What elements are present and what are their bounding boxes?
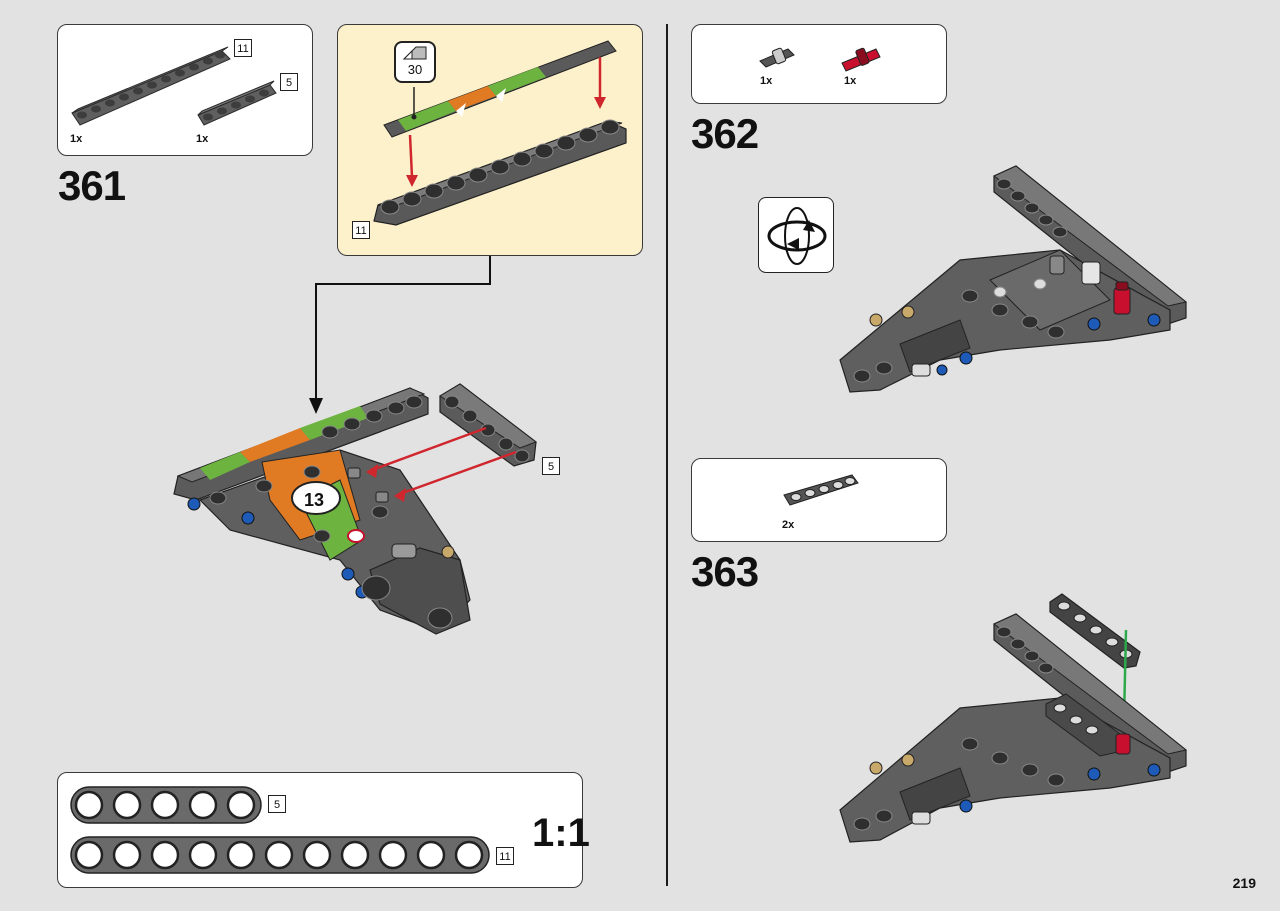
- red-pin: [1113, 281, 1131, 315]
- sticker-number-badge: 30: [394, 41, 436, 83]
- part-length-label: 5: [280, 73, 298, 91]
- parts-illustration: [71, 46, 277, 126]
- red-arrows: [366, 426, 517, 502]
- beam-11-large: [373, 119, 627, 226]
- beam-5-part: [197, 80, 277, 126]
- part-qty: 1x: [844, 75, 857, 87]
- part-qty: 1x: [196, 133, 209, 145]
- scale-label: 1:1: [532, 811, 590, 855]
- step-361-parts-box: 1x 1x 11 5: [57, 24, 313, 156]
- sticker-strip: [383, 40, 617, 138]
- beam-11-part: [71, 46, 231, 126]
- beam-length-label: 11: [352, 221, 370, 239]
- rotate-icon: [767, 207, 827, 265]
- step-number: 363: [691, 548, 759, 595]
- red-arrow: [406, 57, 606, 187]
- scale-ruler-box: 5 11 1:1: [57, 772, 590, 888]
- part-length-label: 11: [234, 39, 252, 57]
- ruler-beam-11: [70, 836, 490, 874]
- scale-beams: [70, 786, 490, 874]
- sticker-icon: [402, 46, 427, 60]
- ruler-beam-5: [70, 786, 262, 824]
- beam-5-incoming: [439, 383, 538, 467]
- sticker-callout: 30 11: [337, 24, 643, 256]
- red-pin: [1115, 733, 1131, 755]
- rotate-model-indicator: [758, 197, 834, 273]
- page-number: 219: [1232, 875, 1256, 891]
- step-363-parts-box: 2x: [691, 458, 947, 542]
- page-divider: [666, 24, 668, 886]
- callout-illustration: [373, 40, 627, 226]
- pins-small: [347, 467, 389, 503]
- parts-illustration: [759, 47, 881, 72]
- part-qty: 1x: [70, 133, 83, 145]
- body: [839, 249, 1171, 393]
- incoming-thin-beam: [1049, 593, 1141, 669]
- part-qty: 2x: [782, 519, 795, 531]
- step-number: 362: [691, 110, 759, 157]
- blue-pins: [959, 763, 1161, 813]
- parts-illustration: [783, 474, 859, 506]
- part-qty: 1x: [760, 75, 773, 87]
- long-beam: [993, 165, 1188, 327]
- red-axle-pin-part: [841, 47, 881, 72]
- grey-axle-pin-part: [759, 47, 795, 68]
- long-beam: [993, 613, 1188, 775]
- svg-text:13: 13: [304, 490, 324, 510]
- blue-pins: [936, 313, 1161, 376]
- assembly-length-label: 5: [542, 457, 560, 475]
- front-assembly: [361, 543, 471, 635]
- ruler-length-label: 11: [496, 847, 514, 865]
- body: [839, 693, 1171, 843]
- chassis-beam-with-sticker: [173, 387, 429, 501]
- beam-5-thin-part: [783, 474, 859, 506]
- step-362-parts-box: 1x 1x: [691, 24, 947, 104]
- ruler-length-label: 5: [268, 795, 286, 813]
- step-number: 361: [58, 162, 126, 209]
- sticker-number: 30: [407, 62, 423, 77]
